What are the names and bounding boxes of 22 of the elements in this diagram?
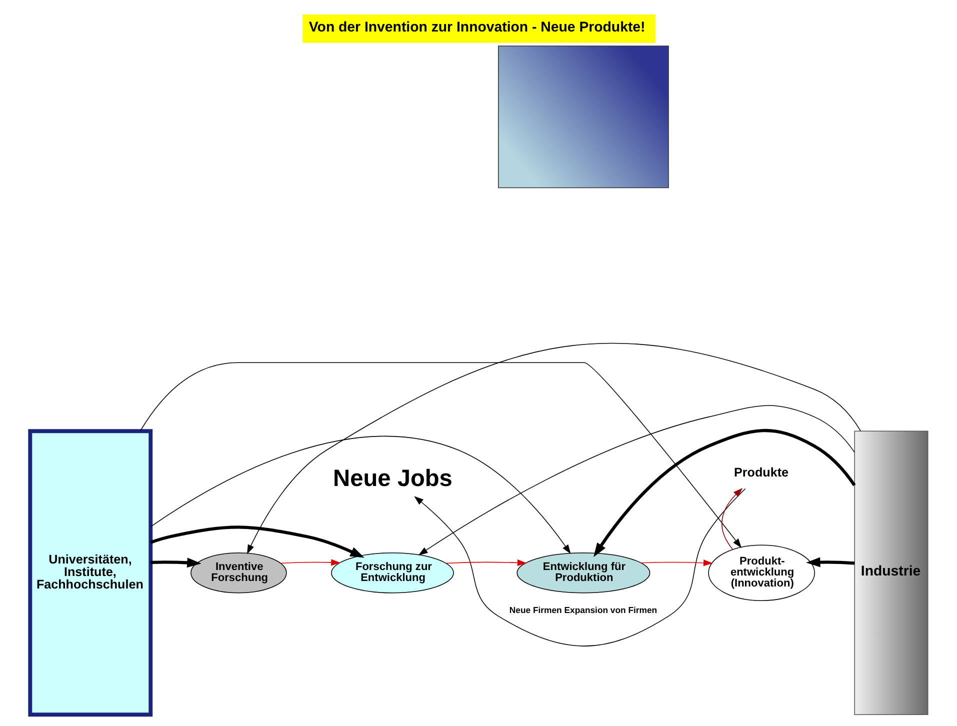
arrow (418, 405, 854, 556)
arrow (806, 557, 854, 568)
node-ellipse: Inventive Forschung (190, 552, 286, 594)
node-text: Produkte (733, 466, 788, 480)
arrow (445, 559, 526, 566)
node-box (498, 46, 668, 188)
arrow (150, 436, 570, 554)
arrow (150, 526, 364, 558)
arrow (246, 342, 861, 554)
arrow (721, 488, 742, 550)
node-ellipse: Produkt- entwicklung (Innovation) (708, 544, 814, 601)
arrow (280, 559, 340, 566)
arrow (414, 488, 746, 646)
arrow (139, 362, 742, 548)
diagram-title: Von der Invention zur Innovation - Neue Produkte! (308, 19, 645, 36)
arrow (593, 429, 856, 558)
arrow (640, 560, 712, 566)
edge-label: Neue Firmen Expansion von Firmen (508, 604, 657, 615)
node-text: Neue Jobs (332, 466, 452, 492)
node-box: Industrie (854, 430, 928, 715)
arrow (150, 558, 201, 568)
node-box: Universitäten, Institute, Fachhochschulen (28, 429, 152, 717)
